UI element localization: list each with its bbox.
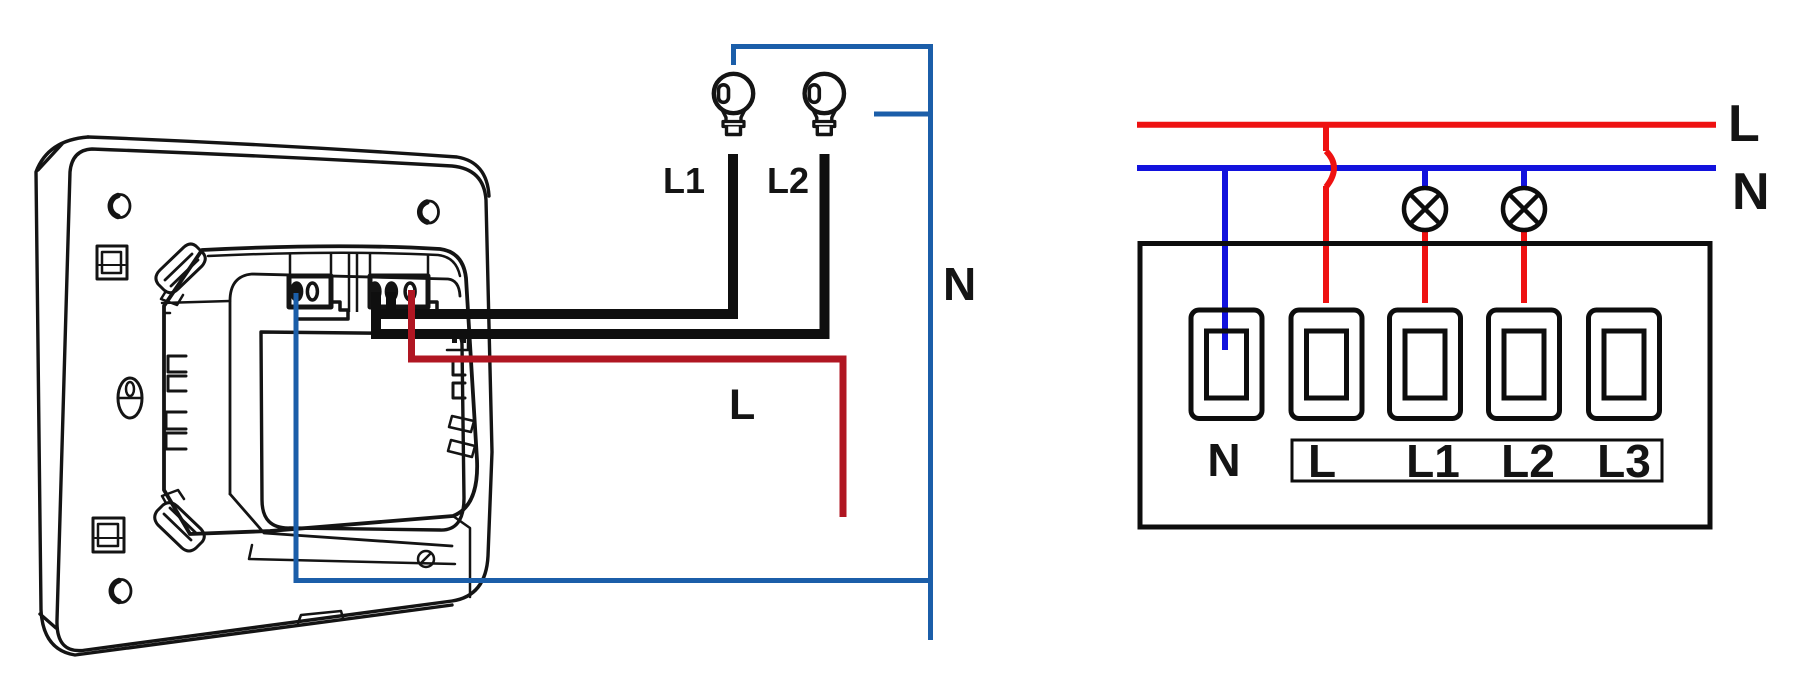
svg-text:N: N [1207,434,1240,486]
svg-text:L: L [1308,435,1336,487]
svg-text:L3: L3 [1597,435,1651,487]
svg-text:N: N [1732,163,1770,221]
svg-text:L2: L2 [1501,435,1555,487]
svg-text:N: N [943,258,976,310]
svg-text:L: L [1728,95,1760,153]
svg-text:L: L [729,381,755,429]
svg-text:L1: L1 [1406,435,1460,487]
svg-text:L1: L1 [663,160,705,201]
svg-text:L2: L2 [767,160,809,201]
